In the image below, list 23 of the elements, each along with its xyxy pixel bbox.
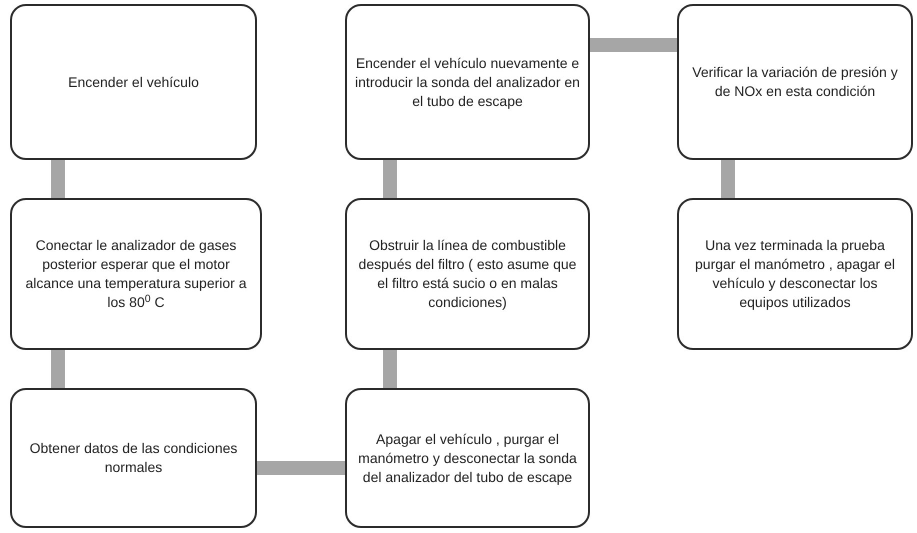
- step-text: Apagar el vehículo , purgar el manómetro y desconectar la sonda del analizador del tubo de escape: [357, 430, 578, 486]
- connector-bar: [51, 160, 65, 198]
- step-text: Encender el vehículo nuevamente e introducir la sonda del analizador en el tubo de escape: [355, 54, 580, 110]
- process-box: [10, 198, 262, 350]
- connector-bar: [51, 350, 65, 388]
- connector-bar: [590, 38, 677, 52]
- step-text: Encender el vehículo: [68, 72, 199, 92]
- process-box: [345, 198, 590, 350]
- step-text: Obtener datos de las condiciones normales: [28, 439, 238, 477]
- connector-bar: [383, 350, 397, 388]
- connector-bar: [257, 461, 345, 475]
- process-box: [677, 198, 913, 350]
- step-text: Conectar le analizador de gases posterior esperar que el motor alcance una temperatura superior a los 80$^{0}$ C: [24, 236, 248, 312]
- step-text: Obstruir la línea de combustible después del filtro ( esto asume que el filtro está sucio o en malas condiciones): [358, 236, 578, 312]
- process-box: [345, 388, 590, 528]
- process-box: [10, 4, 257, 160]
- step-text: Verificar la variación de presión y de NOx en esta condición: [691, 63, 899, 101]
- process-box: [10, 388, 257, 528]
- step-text: Una vez terminada la prueba purgar el manómetro , apagar el vehículo y desconectar los equipos utilizados: [694, 236, 896, 312]
- connector-bar: [721, 160, 735, 198]
- process-box: [345, 4, 590, 160]
- process-box: [677, 4, 913, 160]
- connector-bar: [383, 160, 397, 198]
